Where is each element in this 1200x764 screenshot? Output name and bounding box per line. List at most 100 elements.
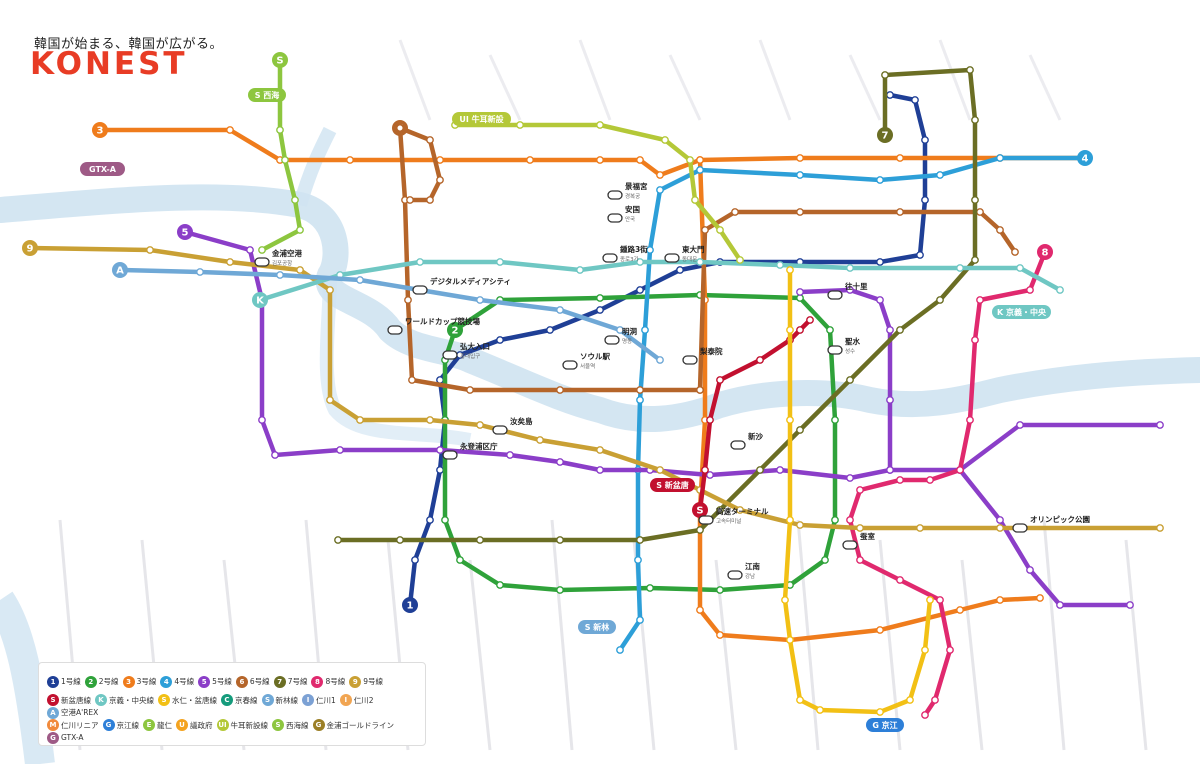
station-marker[interactable] <box>436 176 444 184</box>
station-marker[interactable] <box>796 521 804 529</box>
station-marker[interactable] <box>646 246 654 254</box>
line-tag[interactable] <box>866 718 904 732</box>
station-marker[interactable] <box>676 266 684 274</box>
station-marker[interactable] <box>846 286 854 294</box>
transfer-station[interactable] <box>607 190 623 200</box>
station-marker[interactable] <box>346 156 354 164</box>
station-marker[interactable] <box>356 416 364 424</box>
transfer-station[interactable] <box>412 285 428 295</box>
station-marker[interactable] <box>881 71 889 79</box>
station-marker[interactable] <box>996 596 1004 604</box>
subway-line-uisinseol[interactable] <box>452 122 743 263</box>
line-badge[interactable] <box>272 52 288 68</box>
station-marker[interactable] <box>616 326 624 334</box>
station-marker[interactable] <box>636 156 644 164</box>
line-badge[interactable] <box>402 597 418 613</box>
station-name[interactable]: 往十里 <box>845 281 868 291</box>
station-marker[interactable] <box>1156 421 1164 429</box>
station-marker[interactable] <box>756 356 764 364</box>
station-name[interactable]: 弘大入口 <box>460 341 490 351</box>
station-name[interactable]: 新沙 <box>748 431 763 441</box>
station-marker[interactable] <box>806 316 814 324</box>
station-marker[interactable] <box>436 466 444 474</box>
station-marker[interactable] <box>646 584 654 592</box>
station-marker[interactable] <box>696 166 704 174</box>
station-marker[interactable] <box>996 154 1004 162</box>
station-marker[interactable] <box>876 708 884 716</box>
station-marker[interactable] <box>281 156 289 164</box>
station-marker[interactable] <box>506 451 514 459</box>
station-marker[interactable] <box>636 386 644 394</box>
subway-line-line6[interactable] <box>397 125 703 393</box>
station-marker[interactable] <box>476 421 484 429</box>
station-name[interactable]: 蚕室 <box>859 531 875 541</box>
station-marker[interactable] <box>966 416 974 424</box>
station-marker[interactable] <box>596 446 604 454</box>
station-marker[interactable] <box>706 416 714 424</box>
transfer-station[interactable] <box>842 540 858 550</box>
station-marker[interactable] <box>816 706 824 714</box>
station-name[interactable]: 聖水 <box>845 336 860 346</box>
station-marker[interactable] <box>696 526 704 534</box>
station-marker[interactable] <box>736 256 744 264</box>
station-marker[interactable] <box>856 556 864 564</box>
station-name[interactable]: ワールドカップ競技場 <box>405 316 480 326</box>
line-badge[interactable] <box>692 502 708 518</box>
station-marker[interactable] <box>846 474 854 482</box>
station-marker[interactable] <box>701 466 709 474</box>
station-marker[interactable] <box>716 506 724 514</box>
station-marker[interactable] <box>931 696 939 704</box>
station-marker[interactable] <box>196 268 204 276</box>
station-marker[interactable] <box>831 516 839 524</box>
station-marker[interactable] <box>426 416 434 424</box>
station-marker[interactable] <box>636 396 644 404</box>
station-marker[interactable] <box>696 156 704 164</box>
transfer-station[interactable] <box>682 355 698 365</box>
station-marker[interactable] <box>796 171 804 179</box>
station-marker[interactable] <box>926 476 934 484</box>
station-marker[interactable] <box>796 288 804 296</box>
station-marker[interactable] <box>921 196 929 204</box>
station-marker[interactable] <box>876 176 884 184</box>
station-marker[interactable] <box>966 66 974 74</box>
station-marker[interactable] <box>696 606 704 614</box>
station-marker[interactable] <box>936 171 944 179</box>
line-badge[interactable] <box>1077 150 1093 166</box>
transfer-station[interactable] <box>562 360 578 370</box>
transfer-station[interactable] <box>827 290 843 300</box>
station-marker[interactable] <box>876 296 884 304</box>
line-badge[interactable] <box>252 292 268 308</box>
station-marker[interactable] <box>1056 286 1064 294</box>
station-marker[interactable] <box>276 271 284 279</box>
station-marker[interactable] <box>896 576 904 584</box>
station-marker[interactable] <box>796 426 804 434</box>
station-marker[interactable] <box>786 326 794 334</box>
subway-line-line5b[interactable] <box>887 422 1163 473</box>
station-marker[interactable] <box>336 446 344 454</box>
line-badge[interactable] <box>22 240 38 256</box>
subway-line-line4[interactable] <box>617 155 1088 653</box>
transfer-station[interactable] <box>607 213 623 223</box>
station-marker[interactable] <box>971 336 979 344</box>
station-marker[interactable] <box>856 486 864 494</box>
transfer-station[interactable] <box>664 253 680 263</box>
station-marker[interactable] <box>271 451 279 459</box>
station-marker[interactable] <box>706 471 714 479</box>
station-marker[interactable] <box>856 524 864 532</box>
line-tag[interactable] <box>992 305 1051 319</box>
station-marker[interactable] <box>906 696 914 704</box>
station-marker[interactable] <box>636 258 644 266</box>
station-marker[interactable] <box>786 266 794 274</box>
station-marker[interactable] <box>656 466 664 474</box>
line-tag[interactable] <box>650 478 695 492</box>
station-marker[interactable] <box>716 631 724 639</box>
station-marker[interactable] <box>258 416 266 424</box>
